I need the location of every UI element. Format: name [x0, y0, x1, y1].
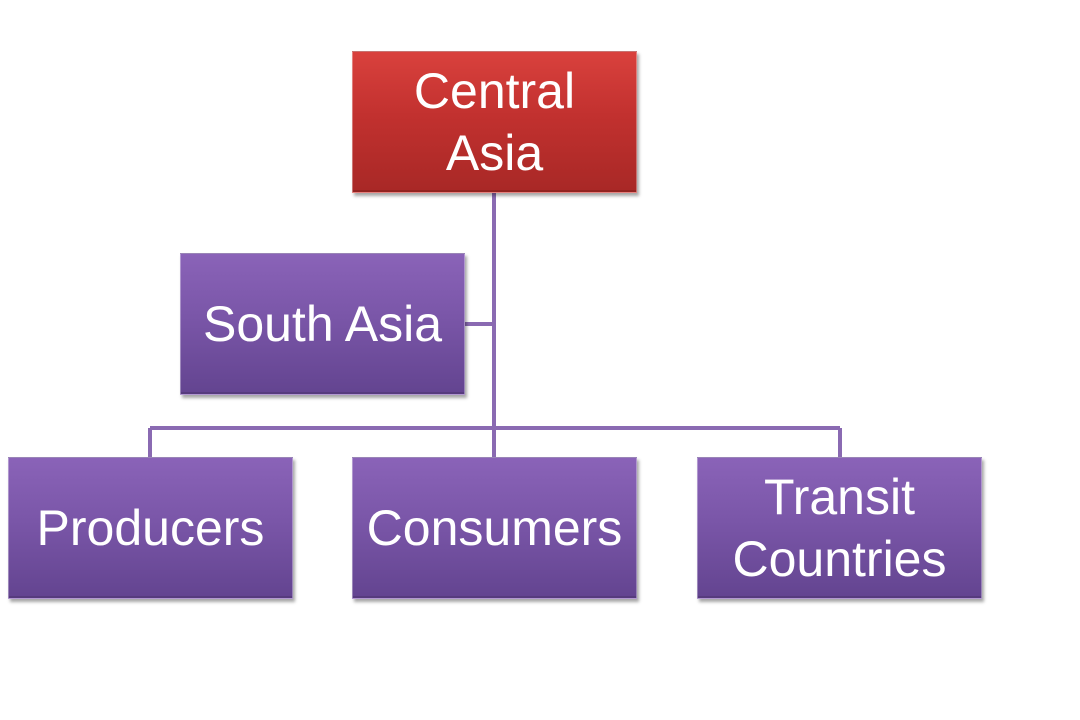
node-producers[interactable]: Producers	[8, 457, 293, 599]
node-transit-countries[interactable]: Transit Countries	[697, 457, 982, 599]
node-consumers[interactable]: Consumers	[352, 457, 637, 599]
node-central-asia[interactable]: Central Asia	[352, 51, 637, 193]
node-south-asia[interactable]: South Asia	[180, 253, 465, 395]
node-label: Central Asia	[413, 62, 576, 182]
node-label: Producers	[36, 499, 265, 556]
node-label: Consumers	[366, 499, 623, 556]
node-label: Transit Countries	[732, 468, 947, 588]
node-label: South Asia	[202, 295, 443, 352]
